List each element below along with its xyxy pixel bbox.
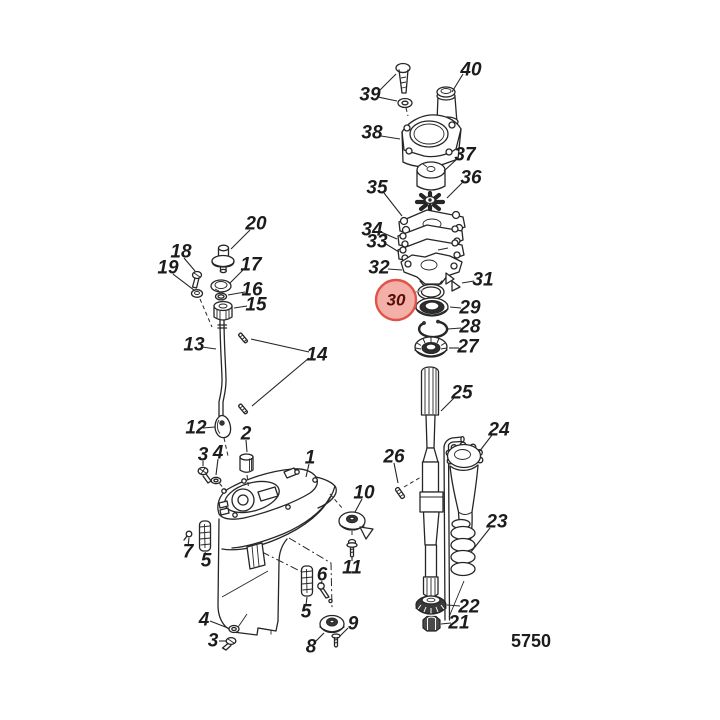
part-callout-19: 19 [157,258,179,279]
part-callout-13: 13 [183,335,205,356]
part-callout-39: 39 [359,85,381,106]
snap-ring-28 [417,319,449,339]
highlight-part-number: 30 [387,291,406,310]
screw-9 [331,633,341,648]
drawing-number: 5750 [511,631,551,651]
screw-3-upper [197,466,212,484]
part-callout-23: 23 [485,512,508,533]
water-tube [443,435,465,621]
leader-lines [172,73,493,643]
trim-tab-10 [338,511,374,540]
spring-23 [450,518,476,577]
part-callout-8: 8 [306,637,317,658]
part-callout-26: 26 [382,447,405,468]
part-callout-15: 15 [245,295,267,316]
drive-keys-31 [445,272,461,292]
part-callout-22: 22 [457,597,480,618]
nut-19 [190,289,213,328]
screw-7 [183,530,193,541]
bearing-27 [414,336,448,358]
part-callout-10: 10 [353,483,375,504]
part-callout-32: 32 [368,258,390,279]
part-callout-21: 21 [447,613,469,634]
highlight-part-30: 30 [374,278,424,322]
pin-26 [394,476,422,500]
pinion-nut-21 [422,615,441,632]
screw-18 [191,270,203,289]
part-callout-2: 2 [240,424,252,445]
screw-3-lower [221,636,237,651]
ring-16 [214,292,228,301]
part-callout-31: 31 [472,270,493,291]
part-callout-37: 37 [454,145,477,166]
part-callout-5: 5 [301,602,312,623]
shift-clip-12 [214,414,232,457]
water-pump-cover-38 [401,114,462,168]
oil-seal-29 [415,297,449,317]
part-callout-17: 17 [240,255,263,276]
part-callout-3: 3 [198,445,209,466]
impeller-cup-37 [416,161,446,191]
part-callout-9: 9 [348,614,359,635]
impeller-36 [414,190,446,214]
washer-4-lower [228,613,248,634]
grommet-5-left [198,520,212,552]
shift-cam-20 [211,244,235,274]
dowel-pin-2 [239,453,254,488]
anode-8 [319,614,345,634]
gearcase-housing-1 [217,467,344,636]
part-callout-34: 34 [361,220,383,241]
driveshaft-25 [419,366,444,598]
part-callout-36: 36 [460,168,482,189]
part-callout-7: 7 [183,542,195,563]
pump-mounting-screw-39 [395,62,413,117]
part-callout-25: 25 [450,383,473,404]
o-ring-30 [417,283,445,301]
part-callout-38: 38 [361,123,383,144]
roll-pins-14 [238,332,248,415]
part-callout-28: 28 [458,317,481,338]
part-callout-35: 35 [366,178,388,199]
part-callout-12: 12 [185,418,207,439]
part-callout-4: 4 [212,443,224,464]
washer-17 [210,279,232,293]
grommet-5-right [300,565,314,597]
highlight-circle [374,278,418,322]
part-callout-29: 29 [458,298,481,319]
part-callout-1: 1 [305,448,316,469]
part-callout-33: 33 [366,232,388,253]
part-callout-5: 5 [201,551,212,572]
part-callout-6: 6 [317,565,328,586]
part-callout-4: 4 [198,610,210,631]
part-callout-3: 3 [208,631,219,652]
part-callout-40: 40 [459,60,482,81]
part-callout-16: 16 [241,280,263,301]
pinion-gear-22 [415,595,447,615]
shift-shaft-13 [217,319,228,417]
washer-4-upper [210,476,229,494]
part-callout-14: 14 [306,345,328,366]
part-callout-20: 20 [244,214,267,235]
part-callout-24: 24 [487,420,510,441]
part-callout-27: 27 [456,337,480,358]
screw-11 [346,538,358,558]
shift-bushing-24 [445,441,484,547]
screw-6 [317,582,333,604]
bushing-15 [213,300,233,321]
part-callout-11: 11 [342,558,362,579]
part-callout-18: 18 [170,242,192,263]
